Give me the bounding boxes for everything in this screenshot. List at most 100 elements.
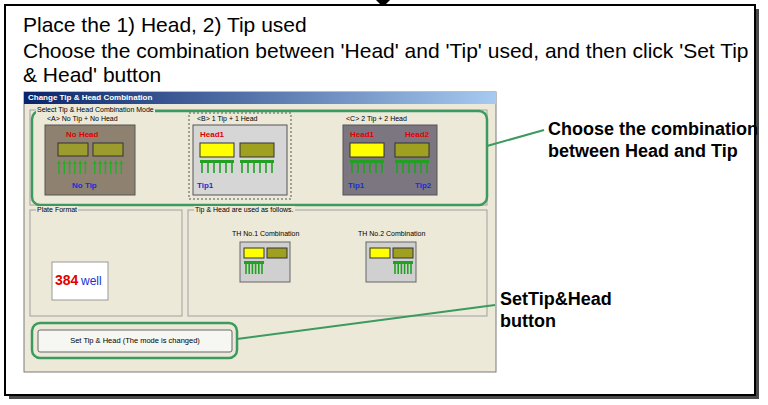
tip-comb-part: [410, 264, 412, 274]
plate-format-icon-text: well: [81, 275, 102, 289]
combination-icon-1-part: [244, 248, 264, 258]
tip-comb-part: [395, 160, 429, 163]
mode-picture-text: Tip2: [415, 181, 431, 190]
tip-arrows-part: [84, 160, 88, 164]
combination-icon-2: [366, 242, 416, 282]
mode-picture: Head1Tip1: [193, 125, 287, 195]
combination-group-text: TH No.2 Combination: [358, 230, 425, 238]
leader-line: [237, 305, 495, 339]
tip-comb-part: [247, 163, 249, 173]
tip-comb-part: [363, 163, 365, 173]
option-tile-a-part: [45, 125, 135, 195]
tip-arrows-part: [73, 160, 77, 164]
tip-comb-part: [404, 264, 406, 274]
option-tile-b-part: [200, 143, 234, 157]
set-button-text: Set Tip & Head (The mode is changed): [38, 337, 232, 346]
instruction-panel-part: [5, 5, 755, 395]
tip-comb: [350, 160, 429, 173]
mode-picture-text: Tip1: [197, 181, 213, 190]
option-tile-a: [45, 125, 135, 195]
tip-comb-part: [396, 163, 398, 173]
tip-arrows-part: [93, 160, 97, 164]
tip-comb-part: [241, 163, 243, 173]
tip-comb-part: [201, 163, 203, 173]
mode-picture-text: Head1: [200, 130, 224, 139]
tip-comb-part: [381, 163, 383, 173]
mode-option: Head1Tip1<B> 1 Tip + 1 Head: [188, 113, 292, 201]
dialog-window: [24, 92, 496, 372]
mode-group: No HeadNo Tip<A> No Tip + No HeadHead1Ti…: [30, 110, 487, 205]
tip-comb-part: [213, 163, 215, 173]
tip-comb-part: [357, 163, 359, 173]
tip-comb-part: [200, 160, 234, 163]
tip-arrows-part: [68, 160, 72, 164]
mode-picture-text: No Head: [66, 130, 98, 139]
leader-line: [487, 130, 544, 146]
callout-text: SetTip&Head button: [500, 288, 640, 332]
tip-comb-part: [271, 163, 273, 173]
tip-comb-part: [207, 163, 209, 173]
mode-picture-text: No Tip: [72, 181, 97, 190]
tip-comb-part: [402, 163, 404, 173]
mode-option-text: <C> 2 Tip + 2 Head: [346, 115, 407, 123]
combination-icon-1-part: [240, 242, 290, 282]
tip-arrows-part: [78, 160, 82, 164]
combination-icon-2-part: [370, 248, 390, 258]
mode-picture-text: Head1: [350, 130, 374, 139]
dialog-window: No HeadNo Tip<A> No Tip + No HeadHead1Ti…: [24, 92, 496, 372]
plate-format-icon-part: [52, 262, 108, 300]
option-tile-b-part: [189, 113, 291, 199]
option-tile-a-part: [93, 143, 123, 156]
tip-comb-part: [407, 264, 409, 274]
tip-comb-part: [244, 261, 264, 264]
combination-group-text: TH No.1 Combination: [232, 230, 299, 238]
dialog-window-part: [30, 110, 487, 205]
tip-comb-part: [258, 264, 260, 274]
tip-comb-part: [259, 163, 261, 173]
tip-comb-part: [426, 163, 428, 173]
dialog-window-text: Change Tip & Head Combination: [28, 93, 152, 102]
mode-picture: Head1Head2Tip1Tip2: [343, 125, 437, 195]
callout-text: Choose the combination between Head and …: [548, 118, 760, 162]
tip-arrows-part: [109, 160, 113, 164]
highlight-frame-part: [32, 323, 237, 358]
tip-comb-part: [253, 163, 255, 173]
tip-comb-part: [255, 264, 257, 274]
tip-comb-part: [231, 163, 233, 173]
dialog-window-part: [24, 92, 496, 104]
instruction-panel: No HeadNo Tip<A> No Tip + No HeadHead1Ti…: [5, 5, 755, 395]
tip-comb: [393, 261, 413, 274]
dialog-window-part: [24, 92, 496, 372]
tip-comb-part: [245, 264, 247, 274]
plate-format-group: 384wellPlate Format: [30, 210, 182, 316]
combination-icon-2-part: [393, 248, 413, 258]
instruction-panel-text: Choose the combination between 'Head' an…: [23, 39, 751, 87]
tip-comb-part: [350, 160, 384, 163]
set-button-part: [38, 330, 232, 352]
combination-group-text: Tip & Head are used as follows.: [194, 206, 295, 214]
tip-comb-part: [394, 264, 396, 274]
highlight-frame-part: [32, 111, 487, 205]
mode-option: Head1Head2Tip1Tip2<C> 2 Tip + 2 Head: [338, 113, 442, 201]
plate-format-icon: 384well: [52, 262, 108, 300]
highlight-frame: [32, 111, 487, 358]
option-tile-b-part: [193, 125, 287, 195]
option-tile-c-part: [395, 143, 429, 157]
option-tile-c-part: [350, 143, 384, 157]
tip-comb-part: [261, 264, 263, 274]
mode-group-text: Select Tip & Head Combination Mode: [36, 106, 155, 114]
tip-arrows: [57, 160, 123, 174]
dialog-window-part: [30, 210, 182, 316]
tip-comb-part: [225, 163, 227, 173]
option-tile-c: [343, 125, 437, 195]
option-tile-a-part: [58, 143, 88, 156]
option-tile-c-part: [343, 125, 437, 195]
tip-arrows-part: [98, 160, 102, 164]
tip-comb: [200, 160, 274, 173]
mode-picture-text: Head2: [405, 130, 429, 139]
tip-comb-part: [351, 163, 353, 173]
tip-comb-part: [414, 163, 416, 173]
tip-comb-part: [369, 163, 371, 173]
